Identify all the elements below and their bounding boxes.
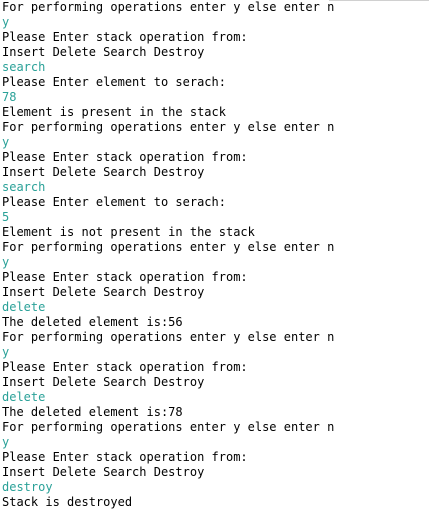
console-output-line: Stack is destroyed: [2, 495, 133, 509]
console-user-input-line: 5: [2, 210, 10, 224]
console-output-line: For performing operations enter y else e…: [2, 420, 335, 434]
console-output-line: Please Enter stack operation from:: [2, 450, 248, 464]
console-user-input-line: destroy: [2, 480, 53, 494]
console-output-line: Please Enter element to serach:: [2, 195, 226, 209]
console-output-line: Element is present in the stack: [2, 105, 226, 119]
console-user-input-line: search: [2, 180, 46, 194]
console-user-input-line: y: [2, 135, 10, 149]
console-output-line: Insert Delete Search Destroy: [2, 375, 205, 389]
console-user-input-line: 78: [2, 90, 17, 104]
console-output-line: Insert Delete Search Destroy: [2, 285, 205, 299]
console-output-line: For performing operations enter y else e…: [2, 0, 335, 14]
console-output-line: The deleted element is:78: [2, 405, 183, 419]
console-user-input-line: y: [2, 15, 10, 29]
console-output-line: Insert Delete Search Destroy: [2, 465, 205, 479]
console-output-line: Insert Delete Search Destroy: [2, 165, 205, 179]
console-user-input-line: y: [2, 345, 10, 359]
console-user-input-line: y: [2, 255, 10, 269]
console-output-line: Please Enter stack operation from:: [2, 360, 248, 374]
console-output-line: For performing operations enter y else e…: [2, 330, 335, 344]
console-output-line: Please Enter stack operation from:: [2, 30, 248, 44]
console-output-line: Please Enter element to serach:: [2, 75, 226, 89]
console-output-line: Please Enter stack operation from:: [2, 150, 248, 164]
console-output-line: Insert Delete Search Destroy: [2, 45, 205, 59]
console-output-line: Please Enter stack operation from:: [2, 270, 248, 284]
console-output-line: The deleted element is:56: [2, 315, 183, 329]
console-user-input-line: search: [2, 60, 46, 74]
console-user-input-line: delete: [2, 300, 46, 314]
top-divider: [329, 0, 429, 1]
console-output-line: Element is not present in the stack: [2, 225, 255, 239]
console-user-input-line: delete: [2, 390, 46, 404]
console-output-line: For performing operations enter y else e…: [2, 240, 335, 254]
console-user-input-line: y: [2, 435, 10, 449]
console-output-line: For performing operations enter y else e…: [2, 120, 335, 134]
